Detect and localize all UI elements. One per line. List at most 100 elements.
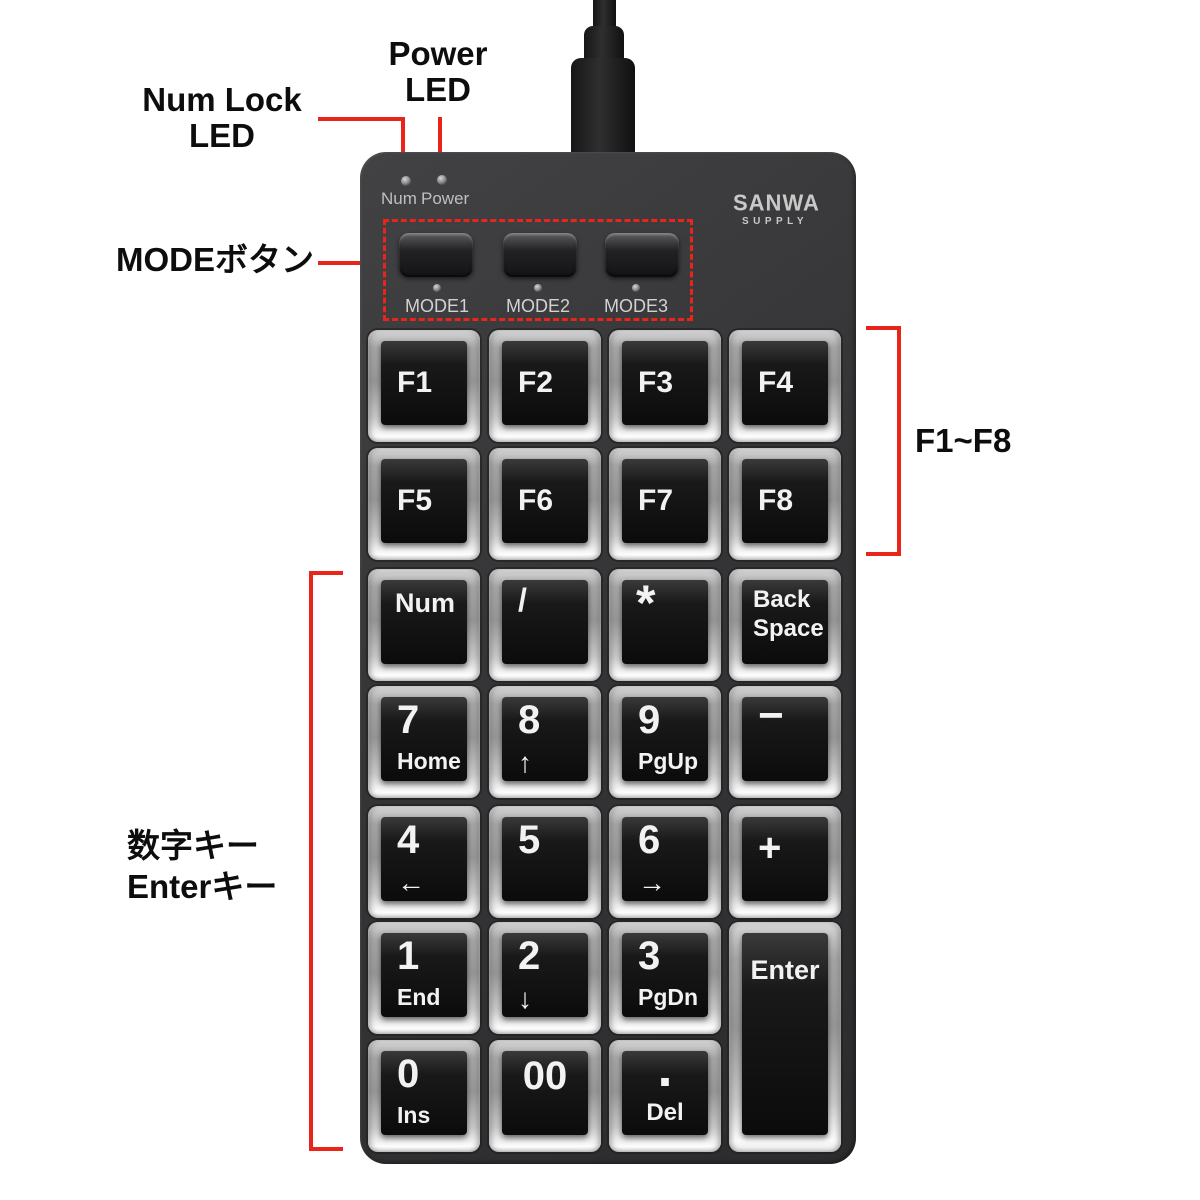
key-f2-label: F2	[518, 366, 554, 399]
numeric-keys-callout-line1: 数字キー	[127, 827, 259, 864]
key-divide[interactable]: /	[489, 569, 601, 681]
brand-logo: SANWA SUPPLY	[733, 189, 820, 227]
key-6-label: 6	[638, 818, 661, 862]
key-1-sublabel: End	[397, 984, 441, 1010]
key-minus-label: −	[758, 691, 784, 740]
mode-button-callout: MODEボタン	[116, 241, 314, 278]
key-7-label: 7	[397, 698, 420, 742]
mode1-button[interactable]	[399, 233, 473, 277]
numeric-bracket-bottom-arm	[309, 1147, 343, 1151]
key-f8-label: F8	[758, 484, 794, 517]
key-f6[interactable]: F6	[489, 448, 601, 560]
key-0-sublabel: Ins	[397, 1102, 431, 1128]
key-8-up-arrow: ↑	[518, 747, 532, 778]
key-decimal-sublabel: Del	[646, 1099, 684, 1126]
mode3-led	[632, 284, 640, 292]
key-1-label: 1	[397, 934, 420, 978]
numeric-bracket-top-arm	[309, 571, 343, 575]
num-lock-callout-line1: Num Lock	[142, 81, 302, 118]
key-f7[interactable]: F7	[609, 448, 721, 560]
key-f1-label: F1	[397, 366, 433, 399]
power-led-callout-line1: Power	[388, 35, 488, 72]
key-multiply[interactable]: *	[609, 569, 721, 681]
num-lock-callout-line2: LED	[189, 117, 255, 155]
key-f3[interactable]: F3	[609, 330, 721, 442]
mode-highlight-box	[383, 219, 693, 321]
f-range-bracket-bottom-arm	[866, 552, 901, 556]
key-num[interactable]: Num	[368, 569, 480, 681]
numeric-keys-callout: 数字キー Enterキー	[127, 826, 277, 908]
brand-name: SANWA	[733, 189, 820, 216]
power-led-callout-line-v	[438, 117, 442, 168]
key-3-label: 3	[638, 934, 661, 978]
numeric-bracket-v	[309, 571, 313, 1151]
key-4[interactable]: 4←	[368, 806, 480, 918]
num-lock-led	[401, 176, 411, 186]
key-f6-label: F6	[518, 484, 554, 517]
power-led-callout-line2: LED	[405, 71, 471, 109]
key-6[interactable]: 6→	[609, 806, 721, 918]
key-9-sublabel: PgUp	[638, 748, 699, 774]
power-led	[437, 175, 447, 185]
num-lock-led-callout: Num Lock LED	[122, 81, 322, 155]
f-range-bracket-top-arm	[866, 326, 901, 330]
num-led-panel-label: Num	[381, 189, 417, 208]
key-4-left-arrow: ←	[397, 867, 425, 898]
key-8[interactable]: 8↑	[489, 686, 601, 798]
power-led-callout: Power LED	[348, 35, 528, 109]
key-f3-label: F3	[638, 366, 674, 399]
mode2-led	[534, 284, 542, 292]
numeric-keys-callout-line2: Enterキー	[127, 867, 278, 905]
key-f8[interactable]: F8	[729, 448, 841, 560]
key-5[interactable]: 5	[489, 806, 601, 918]
key-5-label: 5	[518, 818, 541, 862]
f-range-bracket-v	[897, 326, 901, 556]
mode2-button[interactable]	[503, 233, 577, 277]
key-backspace-label: Back Space	[753, 586, 824, 642]
usb-cable	[593, 0, 616, 34]
mode-callout-line-h	[318, 261, 384, 265]
key-f5-label: F5	[397, 484, 433, 517]
key-0-label: 0	[397, 1052, 420, 1096]
mode2-label: MODE2	[505, 296, 570, 316]
key-plus-label: +	[758, 826, 782, 870]
key-2[interactable]: 2↓	[489, 922, 601, 1034]
key-6-right-arrow: →	[638, 867, 666, 898]
key-backspace[interactable]: Back Space	[729, 569, 841, 681]
mode1-led	[433, 284, 441, 292]
key-f4-label: F4	[758, 366, 794, 399]
key-multiply-label: *	[636, 575, 656, 631]
key-decimal-label: .	[657, 1038, 673, 1098]
key-f1[interactable]: F1	[368, 330, 480, 442]
key-f7-label: F7	[638, 484, 674, 517]
key-2-down-arrow: ↓	[518, 983, 532, 1014]
key-9-label: 9	[638, 698, 661, 742]
f-range-callout: F1~F8	[915, 422, 1012, 459]
key-2-label: 2	[518, 934, 541, 978]
key-f5[interactable]: F5	[368, 448, 480, 560]
key-f4[interactable]: F4	[729, 330, 841, 442]
mode1-label: MODE1	[404, 296, 469, 316]
key-00[interactable]: 00	[489, 1040, 601, 1152]
key-4-label: 4	[397, 818, 420, 862]
power-led-panel-label: Power	[421, 189, 470, 208]
key-decimal[interactable]: .Del	[609, 1038, 721, 1152]
key-enter[interactable]: Enter	[729, 922, 841, 1152]
num-lock-callout-line-v	[401, 117, 405, 168]
mode3-button[interactable]	[605, 233, 679, 277]
usb-plug	[571, 58, 635, 154]
key-8-label: 8	[518, 698, 541, 742]
key-3-sublabel: PgDn	[638, 984, 699, 1010]
key-f2[interactable]: F2	[489, 330, 601, 442]
key-enter-label: Enter	[750, 955, 820, 985]
key-minus[interactable]: −	[729, 686, 841, 798]
num-lock-callout-line-h	[318, 117, 405, 121]
key-plus[interactable]: +	[729, 806, 841, 918]
brand-subname: SUPPLY	[741, 216, 809, 227]
